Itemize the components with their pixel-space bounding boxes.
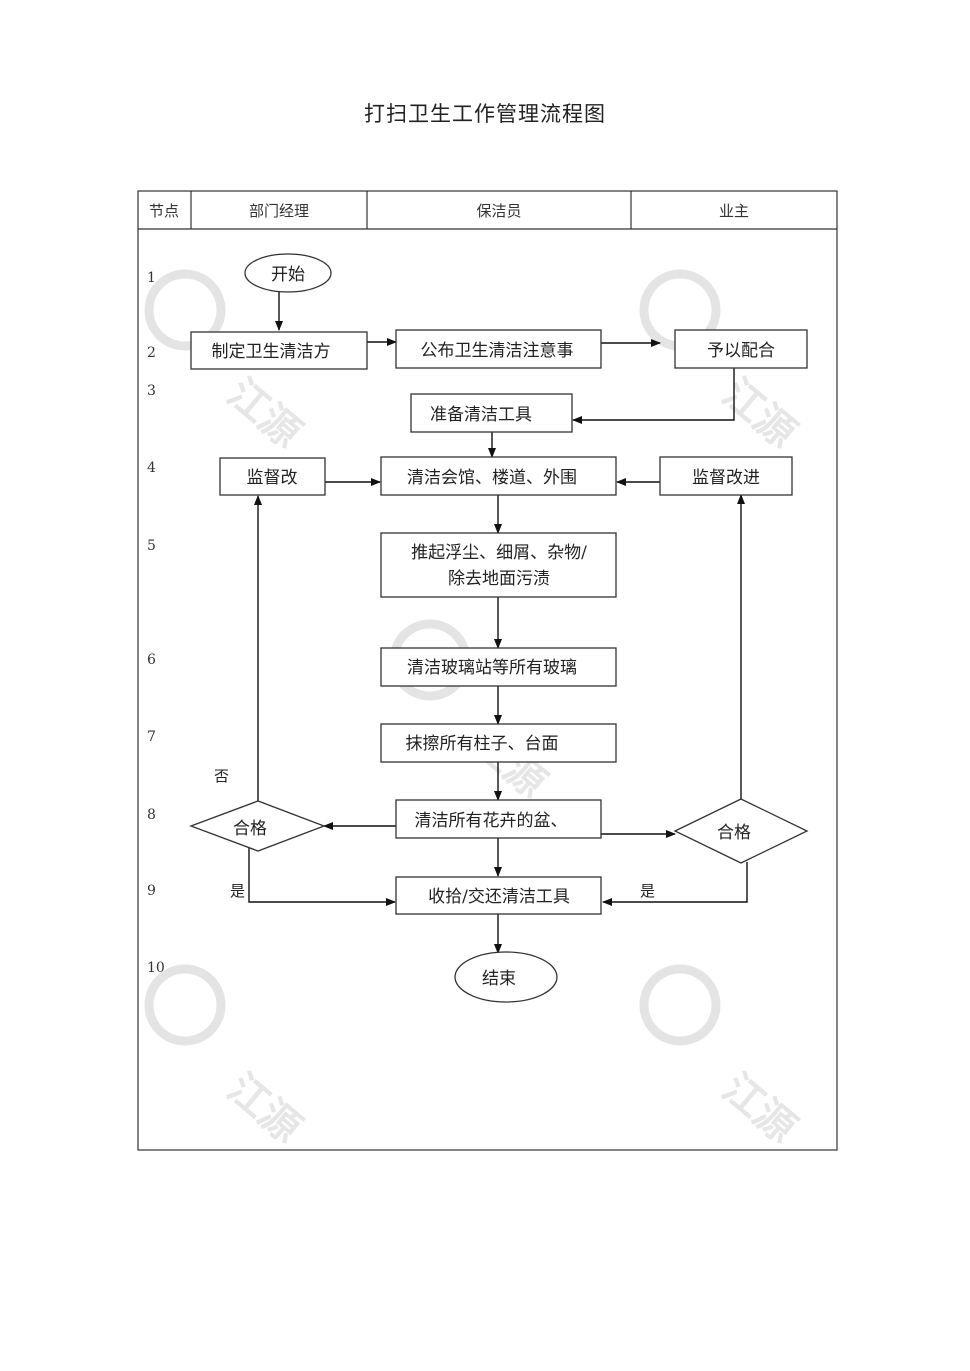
node-collect-label: 收拾/交还清洁工具	[428, 887, 570, 907]
row-number: 7	[147, 729, 156, 745]
node-glass: 清洁玻璃站等所有玻璃	[380, 647, 617, 687]
row-number: 3	[147, 383, 156, 399]
node-qualified-right-label: 合格	[717, 823, 751, 843]
node-start-label: 开始	[271, 265, 305, 285]
edge-label-no: 否	[214, 767, 229, 785]
node-end: 结束	[454, 951, 558, 1003]
node-dust: 推起浮尘、细屑、杂物/ 除去地面污渍	[380, 532, 617, 598]
edge-qualified-right-yes	[602, 862, 748, 906]
node-flowers-label: 清洁所有花卉的盆、	[415, 811, 568, 831]
node-supervise-right: 监督改进	[659, 456, 793, 496]
node-supervise-left: 监督改	[219, 457, 326, 496]
column-header-node: 节点	[149, 202, 179, 220]
watermark-logo-icon: 江源	[639, 964, 805, 1152]
edge-label-yes-right: 是	[640, 882, 655, 900]
node-prepare: 准备清洁工具	[410, 393, 573, 433]
swimlane-table	[137, 190, 838, 1151]
node-qualified-left-label: 合格	[233, 819, 267, 839]
edge-label-yes-left: 是	[230, 882, 245, 900]
edge-qualified-left-yes	[248, 846, 396, 906]
node-dust-label-line2: 除去地面污渍	[448, 569, 550, 589]
watermark-text: 江源	[219, 1065, 310, 1152]
row-number: 8	[147, 807, 156, 823]
node-start: 开始	[244, 253, 332, 293]
node-plan: 制定卫生清洁方	[190, 331, 368, 370]
node-flowers: 清洁所有花卉的盆、	[395, 799, 602, 839]
column-header-manager: 部门经理	[249, 202, 309, 220]
column-header-owner: 业主	[719, 202, 749, 220]
row-number: 10	[147, 960, 165, 976]
node-cooperate: 予以配合	[674, 329, 808, 369]
node-dust-label-line1: 推起浮尘、细屑、杂物/	[411, 543, 587, 563]
row-number: 4	[147, 460, 156, 476]
node-cooperate-label: 予以配合	[707, 341, 775, 361]
node-announce: 公布卫生清洁注意事	[395, 329, 602, 369]
node-announce-label: 公布卫生清洁注意事	[421, 341, 574, 361]
row-number: 1	[147, 270, 156, 286]
node-end-label: 结束	[482, 969, 516, 989]
row-number: 5	[147, 538, 156, 554]
row-number: 9	[147, 883, 156, 899]
node-glass-label: 清洁玻璃站等所有玻璃	[407, 658, 577, 678]
edge-cooperate-prepare	[572, 368, 735, 424]
watermark-text: 江源	[714, 1065, 805, 1152]
row-number: 2	[147, 345, 156, 361]
column-header-cleaner: 保洁员	[476, 202, 521, 220]
node-pillars: 抹擦所有柱子、台面	[380, 723, 617, 763]
node-plan-label: 制定卫生清洁方	[212, 342, 331, 362]
watermark-text: 江源	[714, 370, 805, 457]
connectors	[248, 292, 748, 954]
row-number: 6	[147, 652, 156, 668]
node-prepare-label: 准备清洁工具	[430, 405, 532, 425]
watermark-text: 江源	[219, 370, 310, 457]
watermark-logo-icon: 江源	[144, 964, 310, 1152]
page-title: 打扫卫生工作管理流程图	[364, 102, 606, 126]
node-clean-hall: 清洁会馆、楼道、外围	[380, 456, 617, 496]
node-supervise-right-label: 监督改进	[692, 468, 760, 488]
node-qualified-left: 合格	[189, 800, 326, 852]
node-collect: 收拾/交还清洁工具	[395, 876, 602, 915]
node-clean-hall-label: 清洁会馆、楼道、外围	[407, 468, 577, 488]
node-qualified-right: 合格	[673, 798, 809, 864]
node-supervise-left-label: 监督改	[247, 468, 298, 488]
node-pillars-label: 抹擦所有柱子、台面	[406, 734, 559, 754]
